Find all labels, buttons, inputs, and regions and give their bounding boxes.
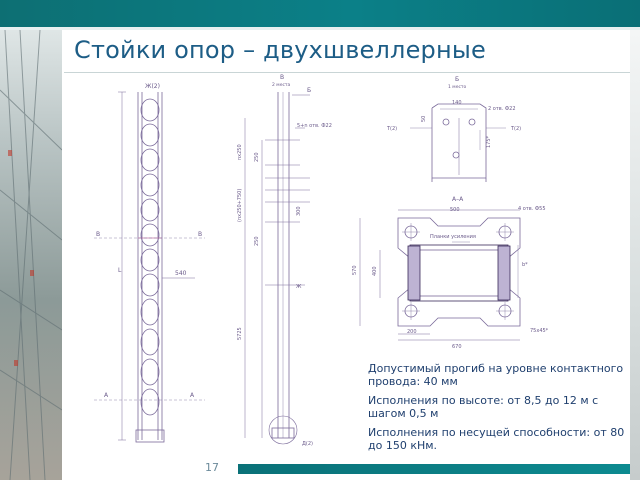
label-holes-2: 2 отв. Ф22 <box>488 106 516 112</box>
label-dim-250b: 250 <box>254 236 260 246</box>
label-dim-670: 670 <box>452 344 462 350</box>
label-view-b: Б <box>455 76 459 83</box>
top-banner-rule <box>0 27 640 30</box>
label-dim-5725: 5725 <box>237 327 243 340</box>
label-mark-t-left: Т(2) <box>386 126 397 132</box>
label-dim-570: 570 <box>352 265 358 275</box>
right-decorative-strip <box>630 30 640 480</box>
detail-b-view <box>410 103 506 182</box>
note-deflection: Допустимый прогиб на уровне контактного … <box>368 362 624 388</box>
label-dim-540: 540 <box>175 270 187 277</box>
label-view-zh: Ж(2) <box>145 83 160 90</box>
label-view-v: В <box>280 74 284 81</box>
label-dim-140: 140 <box>452 100 462 106</box>
section-aa-view <box>359 209 521 341</box>
label-mark-a-right: А <box>190 392 195 399</box>
bottom-banner <box>238 464 630 474</box>
label-mark-t-right: Т(2) <box>510 126 521 132</box>
label-dim-300: 300 <box>296 206 302 216</box>
left-decorative-photo <box>0 30 62 480</box>
label-dim-400: 400 <box>372 266 378 276</box>
note-height-variants: Исполнения по высоте: от 8,5 до 12 м с ш… <box>368 394 599 420</box>
label-dim-n250-750: (nх250+750) <box>237 189 243 222</box>
side-column-view <box>244 92 310 445</box>
page-number: 17 <box>205 461 219 474</box>
label-view-v-sub: 2 места <box>272 82 291 88</box>
title-rule <box>64 72 630 73</box>
label-dim-200: 200 <box>407 329 417 335</box>
label-holes-5n: 5+n отв. Ф22 <box>297 123 332 129</box>
label-mark-d: Д(2) <box>302 441 313 447</box>
lattice-column-view <box>94 91 205 443</box>
label-dim-500: 500 <box>450 207 460 213</box>
label-mark-a-left: А <box>104 392 109 399</box>
label-dim-nx250: nх250 <box>237 144 243 160</box>
label-dim-175: 175* <box>486 135 492 148</box>
label-holes-4: 4 отв. Ф55 <box>518 206 546 212</box>
label-dim-b: b* <box>522 262 528 268</box>
technical-drawing: Ж(2) В В А А 540 L В 2 места Б 5+n отв. … <box>94 74 549 447</box>
label-view-b-sub: 1 место <box>448 84 467 90</box>
note-capacity-variants: Исполнения по несущей способности: от 80… <box>368 426 625 452</box>
label-mark-b-right: В <box>198 231 202 238</box>
label-chamfer: 75х45* <box>530 328 549 334</box>
top-banner <box>0 0 640 27</box>
label-mark-b-small: Б <box>307 87 311 94</box>
label-dim-50: 50 <box>421 116 427 122</box>
notes-block: Допустимый прогиб на уровне контактного … <box>368 362 630 458</box>
label-dim-250a: 250 <box>254 152 260 162</box>
label-dim-l: L <box>118 267 122 274</box>
slide-title: Стойки опор – двухшвеллерные <box>74 36 486 64</box>
label-mark-b-left: В <box>96 231 100 238</box>
label-plank: Планки усиления <box>430 234 476 240</box>
label-section-aa: А–А <box>452 196 464 203</box>
label-mark-zh-small: Ж <box>296 284 302 290</box>
